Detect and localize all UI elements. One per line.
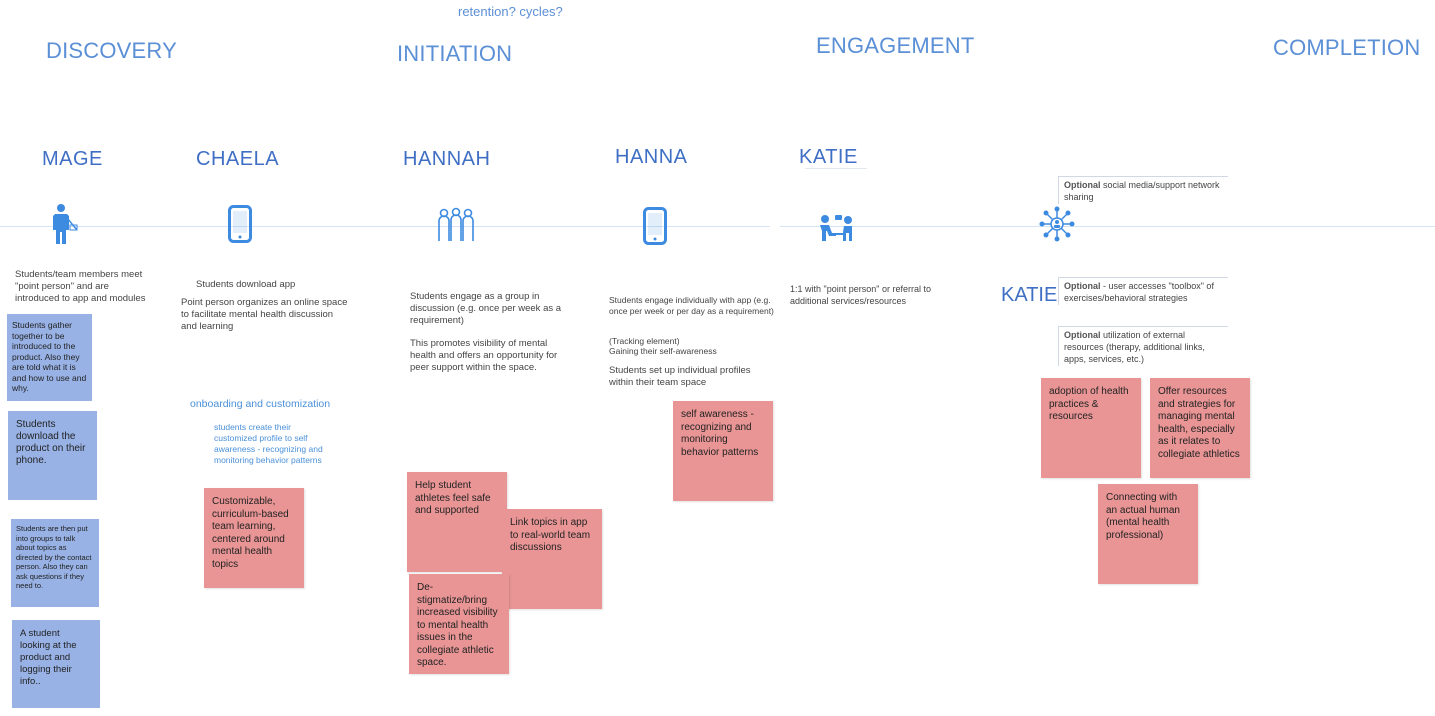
phase-initiation: INITIATION	[397, 41, 513, 66]
network-hub-icon	[1039, 206, 1075, 247]
sticky-note-red: Customizable, curriculum-based team lear…	[204, 488, 304, 588]
sticky-note-blue: Students gather together to be introduce…	[7, 314, 92, 401]
hanna-description-2b: Gaining their self-awareness	[609, 346, 717, 356]
chaela-label: onboarding and customization	[190, 398, 331, 410]
persona-hanna: HANNA	[615, 146, 688, 168]
optional-social-sharing: Optional social media/support network sh…	[1058, 176, 1228, 204]
sticky-note-blue: A student looking at the product and log…	[12, 620, 100, 708]
hanna-description-3: Students set up individual profiles with…	[609, 365, 751, 388]
hanna-description-2a: (Tracking element)	[609, 336, 680, 346]
sticky-note-blue: Students are then put into groups to tal…	[11, 519, 99, 607]
persona-hannah: HANNAH	[403, 148, 491, 170]
hannah-description-2: This promotes visibility of mental healt…	[410, 338, 558, 373]
person-presenting-icon	[50, 203, 80, 250]
sticky-note-red: Offer resources and strategies for manag…	[1150, 378, 1250, 478]
smartphone-icon	[228, 205, 252, 248]
sticky-note-red: adoption of health practices & resources	[1041, 378, 1141, 478]
phase-completion: COMPLETION	[1273, 35, 1421, 60]
persona-katie-2: KATIE	[1001, 284, 1058, 306]
sticky-note-red: Connecting with an actual human (mental …	[1098, 484, 1198, 584]
persona-chaela: CHAELA	[196, 148, 280, 170]
sticky-note-red: Link topics in app to real-world team di…	[502, 509, 602, 609]
smartphone-icon	[643, 207, 667, 250]
persona-mage: MAGE	[42, 148, 103, 170]
group-of-people-icon	[438, 207, 474, 248]
sticky-note-blue: Students download the product on their p…	[8, 411, 97, 500]
hanna-description-1: Students engage individually with app (e…	[609, 295, 774, 316]
sticky-note-red: Help student athletes feel safe and supp…	[407, 472, 507, 572]
one-on-one-meeting-icon	[818, 213, 856, 246]
persona-katie: KATIE	[799, 146, 858, 168]
optional-toolbox: Optional - user accesses "toolbox" of ex…	[1058, 277, 1228, 305]
timeline-line	[0, 226, 770, 227]
phase-discovery: DISCOVERY	[46, 38, 177, 63]
top-note: retention? cycles?	[458, 4, 563, 19]
sticky-note-red: De-stigmatize/bring increased visibility…	[409, 574, 509, 674]
chaela-description-1: Students download app	[196, 279, 296, 290]
chaela-description-2: Point person organizes an online space t…	[181, 297, 348, 332]
chaela-sub: students create their customized profile…	[214, 422, 323, 465]
katie-description: 1:1 with "point person" or referral to a…	[790, 284, 931, 306]
timeline-line	[780, 226, 1435, 227]
phase-engagement: ENGAGEMENT	[816, 33, 975, 58]
optional-external-resources: Optional utilization of external resourc…	[1058, 326, 1228, 366]
hannah-description-1: Students engage as a group in discussion…	[410, 291, 562, 326]
sticky-note-red: self awareness - recognizing and monitor…	[673, 401, 773, 501]
mage-description: Students/team members meet "point person…	[15, 269, 146, 304]
